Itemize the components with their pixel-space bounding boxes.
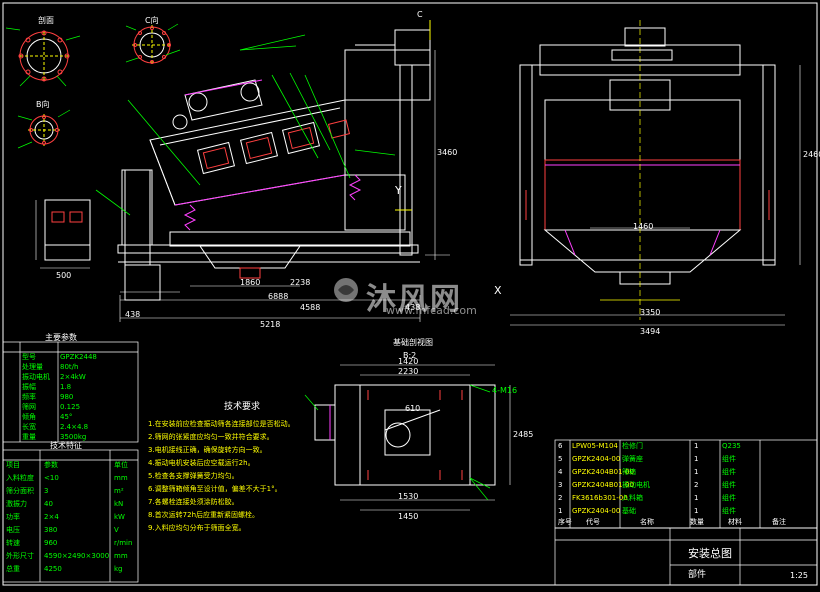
dim-label: 4-M16 [492,386,518,395]
notes-title: 技术要求 [224,402,261,412]
dim-label: 610 [405,404,421,413]
dim-label: 3494 [640,327,661,336]
b-view-label: B向 [36,100,50,109]
foundation-title: 基础剖视图 [393,338,433,347]
dim-label: 1860 [240,278,261,287]
watermark-url: www.mfcad.com [386,304,477,317]
params-table-grid [2,341,139,443]
side-view [95,20,450,322]
watermark-text: 沐风网 [366,282,462,317]
title-block-part: 部件 [688,570,707,580]
dim-label: 1460 [633,222,654,231]
note-line: 6.调整筛箱倾角至设计值，偏差不大于1°。 [148,485,282,493]
watermark-logo-icon [334,278,358,302]
title-block-grid [554,527,818,586]
dim-label: 5218 [260,320,281,329]
note-line: 3.电机接线正确，确保旋转方向一致。 [148,446,267,454]
spec-title: 技术特征 [50,441,82,450]
dim-label: 2230 [398,367,419,376]
front-view [510,20,801,326]
c-view-label: C向 [145,16,159,25]
foundation-scale: B:2 [403,351,417,360]
detail-flange-2 [28,114,60,146]
dim-label: 6888 [268,292,289,301]
note-line: 5.检查各支撑弹簧受力均匀。 [148,472,239,480]
spec-table-grid [2,449,139,583]
note-line: 9.入料应均匀分布于筛面全宽。 [148,524,246,532]
dim-label: 3350 [640,308,661,317]
note-line: 8.首次运转72h后应重新紧固螺栓。 [148,511,260,519]
detail-flange-3 [132,25,172,65]
dim-label: 438 [405,303,421,312]
note-line: 2.筛网的张紧度应均匀一致并符合要求。 [148,433,274,441]
dim-label: 2485 [513,430,534,439]
section-label: 剖面 [38,16,54,25]
control-cabinet [35,199,91,269]
dim-label: 2460 [803,150,820,159]
c-arrow-label: C [417,10,423,19]
dim-label: 1530 [398,492,419,501]
dim-label: 4588 [300,303,321,312]
note-line: 1.在安装前应检查振动筛各连接部位是否松动。 [148,420,295,428]
parts-header-row: 序号 代号 名称 数量 材料 备注 [558,518,786,526]
notes-list: 1.在安装前应检查振动筛各连接部位是否松动。 2.筛网的张紧度应均匀一致并符合要… [148,418,308,535]
dim-label: 1450 [398,512,419,521]
dim-label: 1420 [398,357,419,366]
table-row: 项目参数单位 [6,461,128,469]
dim-label: 2238 [290,278,311,287]
foundation-section [304,364,511,511]
note-line: 7.各螺栓连接处须涂防松胶。 [148,498,239,506]
dim-label: 500 [56,271,72,280]
x-axis-label: X [494,284,502,297]
title-block-title: 安装总图 [688,547,732,560]
title-block-scale: 1:25 [790,571,808,580]
params-title: 主要参数 [45,333,77,342]
dim-label: 438 [125,310,141,319]
detail-flange-1 [18,30,70,82]
dim-label: 3460 [437,148,458,157]
y-axis-label: Y [395,184,402,197]
note-line: 4.振动电机安装后应空载运行2h。 [148,459,255,467]
